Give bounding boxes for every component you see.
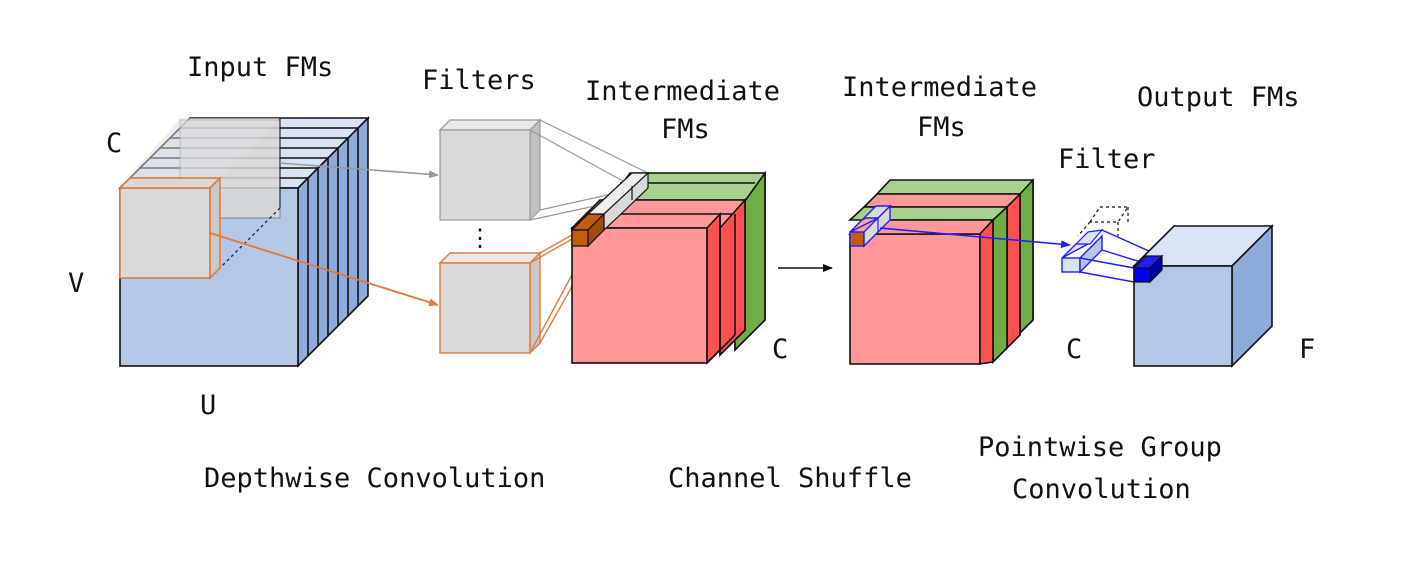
dim-u: U — [200, 390, 216, 421]
stage-pointwise-line2: Convolution — [1012, 474, 1191, 505]
arrow-pixel-to-filter — [879, 227, 1071, 249]
label-intermediate-1-line2: FMs — [661, 114, 710, 145]
input-fms-side — [297, 116, 369, 368]
label-filter: Filter — [1058, 144, 1156, 175]
pointwise-filter — [1061, 206, 1130, 274]
intermediate-fms-1 — [570, 170, 766, 365]
arrow-window-to-filter — [209, 232, 439, 307]
filters-ellipsis: ⋮ — [468, 224, 492, 252]
label-input-fms: Input FMs — [187, 52, 333, 83]
intermediate-fms-2 — [847, 177, 1034, 365]
arrow-kernel-to-filter — [279, 162, 439, 179]
input-fms-cube — [118, 116, 370, 368]
filter-orange — [438, 251, 542, 355]
stage-pointwise-line1: Pointwise Group — [978, 432, 1222, 463]
dim-c-intermediate-2: C — [1066, 334, 1082, 365]
label-intermediate-2-line1: Intermediate — [842, 72, 1037, 103]
filter-gray — [438, 118, 542, 222]
receptive-field-window — [119, 187, 211, 279]
label-intermediate-2-line2: FMs — [917, 112, 966, 143]
dim-f: F — [1299, 334, 1315, 365]
output-fms-cube — [1132, 224, 1274, 368]
label-intermediate-1-line1: Intermediate — [585, 76, 780, 107]
dim-v: V — [68, 268, 84, 299]
stage-depthwise: Depthwise Convolution — [204, 463, 545, 494]
dim-c-intermediate-1: C — [772, 334, 788, 365]
output-pixel — [1132, 254, 1164, 284]
label-filters: Filters — [422, 65, 536, 96]
label-output-fms: Output FMs — [1137, 82, 1300, 113]
dim-c-input: C — [106, 128, 122, 159]
stage-shuffle: Channel Shuffle — [668, 463, 912, 494]
pixel-column-intermediate-1 — [570, 171, 650, 248]
pixel-column-intermediate-2 — [849, 204, 892, 248]
